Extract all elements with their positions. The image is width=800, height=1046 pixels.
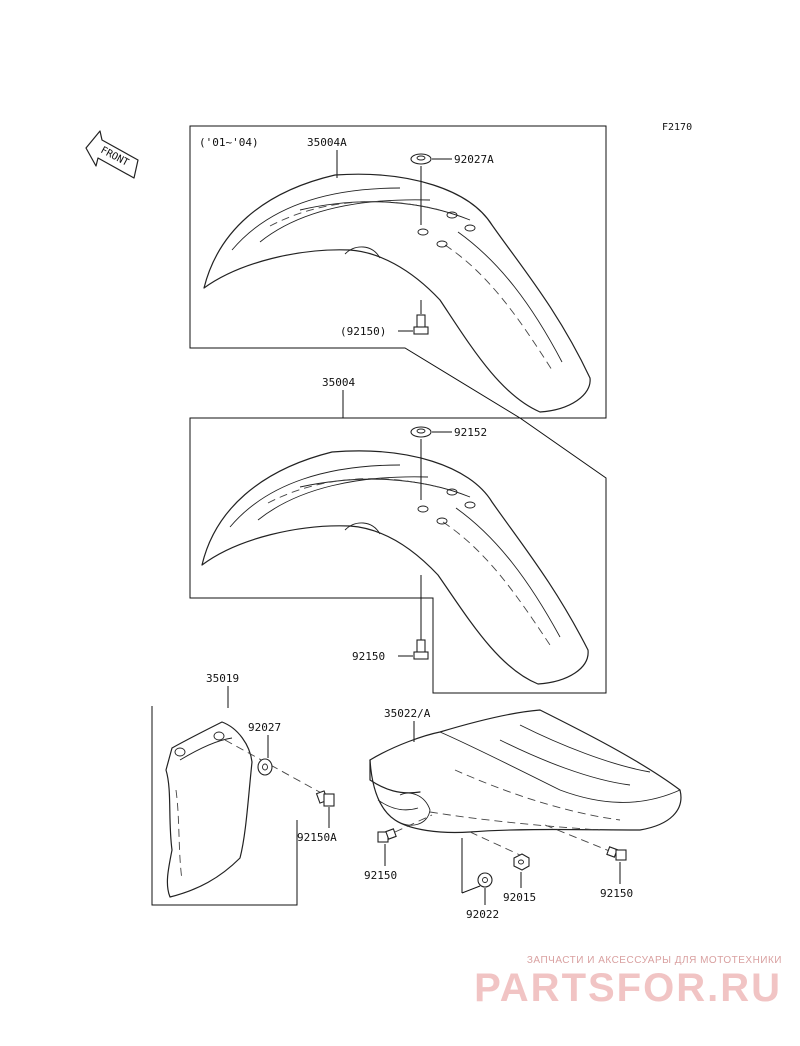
part-label-35022a: 35022/A	[384, 707, 431, 720]
collar-icon	[477, 872, 493, 888]
fork-guard-drawing	[165, 721, 326, 898]
bolt-e-icon	[606, 846, 627, 861]
part-label-92150-rear-left: 92150	[364, 869, 397, 882]
washer-c-icon	[257, 758, 273, 776]
part-label-35004a: 35004A	[307, 136, 347, 149]
bolt-d-icon	[377, 828, 397, 843]
bolt-c-icon	[315, 790, 335, 807]
part-label-92027: 92027	[248, 721, 281, 734]
year-range-label: ('01~'04)	[199, 136, 259, 149]
fender-frame	[189, 417, 607, 694]
part-label-92022: 92022	[466, 908, 499, 921]
watermark-caption: ЗАПЧАСТИ И АКСЕССУАРЫ ДЛЯ МОТОТЕХНИКИ	[526, 955, 782, 966]
fender-a-group: ('01~'04) 35004A 92027A	[189, 125, 607, 419]
rear-fender-group: 35022/A 92150 92150	[364, 707, 682, 921]
watermark-logo: PARTSFOR.RU	[474, 966, 782, 1010]
part-label-35019: 35019	[206, 672, 239, 685]
part-label-92015: 92015	[503, 891, 536, 904]
front-arrow-icon: FRONT	[85, 130, 139, 179]
part-label-35004: 35004	[322, 376, 355, 389]
part-label-92152: 92152	[454, 426, 487, 439]
guard-frame	[151, 706, 298, 906]
part-label-92027a: 92027A	[454, 153, 494, 166]
bolt-b-icon	[413, 639, 429, 660]
washer-a-icon	[410, 153, 432, 165]
front-label: FRONT	[99, 145, 131, 169]
fender-a-frame	[189, 125, 607, 419]
front-fender-a-drawing	[203, 173, 591, 413]
bolt-a-icon	[413, 314, 429, 335]
front-fender-drawing	[201, 450, 589, 685]
washer-b-icon	[410, 426, 432, 438]
guard-group: 35019 92027 92150A	[151, 672, 337, 906]
part-label-92150a: 92150A	[297, 831, 337, 844]
fender-group: 35004 92152 92150	[189, 376, 607, 694]
watermark: ЗАПЧАСТИ И АКСЕССУАРЫ ДЛЯ МОТОТЕХНИКИ PA…	[474, 955, 782, 1010]
part-label-92150-paren: (92150)	[340, 325, 386, 338]
rear-fender-drawing	[369, 709, 682, 856]
part-label-92150-rear-right: 92150	[600, 887, 633, 900]
part-label-92150-front: 92150	[352, 650, 385, 663]
nut-icon	[513, 853, 530, 871]
figure-code: F2170	[662, 122, 692, 133]
